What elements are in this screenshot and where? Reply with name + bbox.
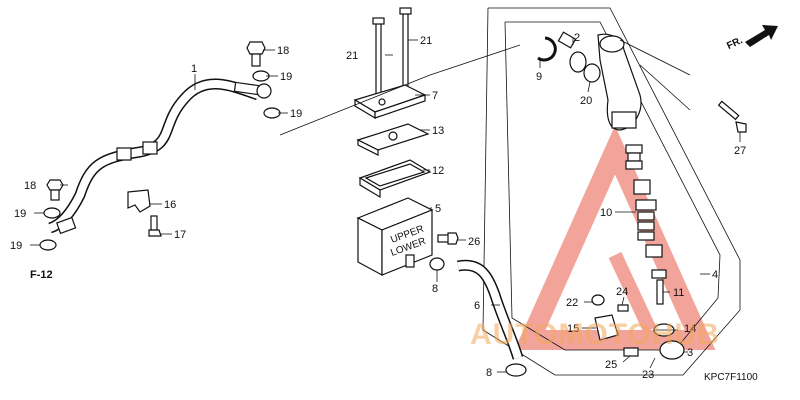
oring-20 xyxy=(583,63,601,83)
pin-24 xyxy=(617,304,629,312)
callouts: 1 2 3 4 5 6 7 8 8 9 10 11 12 13 14 15 16… xyxy=(10,32,746,381)
screw-26 xyxy=(437,232,459,245)
callout-18b: 18 xyxy=(24,180,36,192)
washer-19-c xyxy=(43,207,61,219)
fr-label: FR. xyxy=(725,35,744,52)
callout-3: 3 xyxy=(687,347,693,359)
clip-25 xyxy=(623,347,639,357)
callout-21a: 21 xyxy=(346,50,358,62)
callout-1: 1 xyxy=(191,63,197,75)
callout-7: 7 xyxy=(432,90,438,102)
watermark-text: AUTOMOTOHUB xyxy=(470,318,720,351)
clip-8-top xyxy=(429,257,445,271)
fr-arrow-icon xyxy=(745,25,778,47)
callout-22: 22 xyxy=(566,297,578,309)
nut-22 xyxy=(591,294,605,306)
bolt-17 xyxy=(148,215,162,237)
spring-stack xyxy=(625,144,667,305)
callout-25: 25 xyxy=(605,359,617,371)
callout-20: 20 xyxy=(580,95,592,107)
callout-27: 27 xyxy=(734,145,746,157)
callout-6: 6 xyxy=(474,300,480,312)
callout-4: 4 xyxy=(712,269,718,281)
callout-10: 10 xyxy=(600,207,612,219)
callout-11: 11 xyxy=(673,287,684,299)
callout-14: 14 xyxy=(684,323,696,335)
clamp-16 xyxy=(127,189,151,213)
reservoir-cap-7 xyxy=(353,84,427,120)
bolt-21-b xyxy=(399,7,412,91)
callout-17: 17 xyxy=(174,229,186,241)
callout-12: 12 xyxy=(432,165,444,177)
callout-23: 23 xyxy=(642,369,654,381)
reservoir-5: UPPER LOWER xyxy=(356,197,434,277)
callout-19d: 19 xyxy=(10,240,22,252)
plate-13 xyxy=(356,123,430,156)
callout-16: 16 xyxy=(164,199,176,211)
diaphragm-12 xyxy=(358,159,432,199)
clip-8-bottom xyxy=(505,363,527,377)
callout-21b: 21 xyxy=(420,35,432,47)
brake-hose-1 xyxy=(48,78,272,235)
reservoir-hose-6 xyxy=(457,259,524,360)
callout-18a: 18 xyxy=(277,45,289,57)
bolt-21-a xyxy=(372,17,385,101)
callout-13: 13 xyxy=(432,125,444,137)
cylinder-body xyxy=(597,33,642,131)
callout-2: 2 xyxy=(574,32,580,44)
washer-19-d xyxy=(39,239,57,251)
bracket-15 xyxy=(594,314,619,341)
callout-9: 9 xyxy=(536,71,542,83)
callout-26: 26 xyxy=(468,236,480,248)
bolt-18-left xyxy=(46,179,64,201)
fitting-2 xyxy=(557,31,587,73)
diagram-code: KPC7F1100 xyxy=(704,372,758,383)
washer-19-b xyxy=(263,107,281,119)
bolt-27 xyxy=(717,100,747,133)
callout-8a: 8 xyxy=(432,283,438,295)
snap-ring-9 xyxy=(537,36,557,62)
leader-lines xyxy=(30,38,741,373)
joint-3 xyxy=(659,340,685,360)
ref-label: F-12 xyxy=(30,269,53,281)
callout-19a: 19 xyxy=(280,71,292,83)
callout-5: 5 xyxy=(435,203,441,215)
callout-8b: 8 xyxy=(486,367,492,379)
callout-24: 24 xyxy=(616,286,628,298)
watermark-logo xyxy=(514,125,716,350)
callout-19b: 19 xyxy=(290,108,302,120)
bolt-18-top xyxy=(246,41,266,67)
callout-19c: 19 xyxy=(14,208,26,220)
callout-15: 15 xyxy=(567,323,579,335)
